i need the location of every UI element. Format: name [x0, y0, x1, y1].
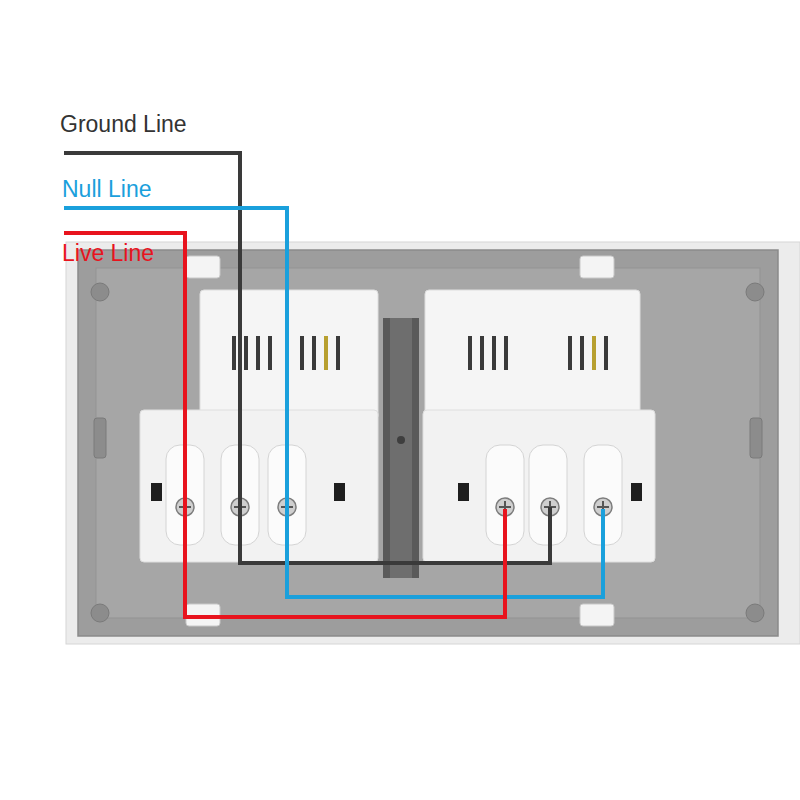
- screw-hole: [94, 418, 106, 458]
- wire-label: Null Line: [62, 178, 152, 201]
- terminal-housing: [166, 445, 622, 545]
- vent-slot: [604, 336, 608, 370]
- vent-slot: [468, 336, 472, 370]
- center-divider: [383, 318, 419, 578]
- vent-slot: [312, 336, 316, 370]
- center-divider: [397, 436, 405, 444]
- live-wire: [64, 233, 505, 617]
- vent-slot: [504, 336, 508, 370]
- center-divider: [383, 318, 419, 578]
- vent-slot: [300, 336, 304, 370]
- vent-slot: [592, 336, 596, 370]
- wiring: [64, 153, 603, 617]
- vent-slot: [480, 336, 484, 370]
- mounting-clip: [186, 256, 220, 278]
- pin-opening: [151, 483, 642, 501]
- center-divider: [390, 318, 412, 578]
- pin-opening: [458, 483, 469, 501]
- vent-slot: [580, 336, 584, 370]
- socket-module: [423, 410, 655, 562]
- vent-slot: [336, 336, 340, 370]
- screw-hole: [91, 283, 764, 622]
- vent-slot: [244, 336, 248, 370]
- mounting-clip: [580, 604, 614, 626]
- vent-slot: [492, 336, 496, 370]
- wall-plate: [96, 268, 760, 618]
- screw-hole: [746, 604, 764, 622]
- socket-module: [140, 410, 378, 562]
- label-holder: Null Line: [62, 178, 152, 201]
- pin-opening: [334, 483, 345, 501]
- socket-module: [425, 290, 640, 420]
- wire-label: Live Line: [62, 242, 154, 265]
- screw-hole: [91, 283, 109, 301]
- screw-hole: [91, 604, 109, 622]
- pin-opening: [151, 483, 162, 501]
- label-holder: Live Line: [62, 242, 154, 265]
- null-wire: [64, 208, 603, 597]
- mounting-clip: [580, 256, 614, 278]
- vent-slot: [324, 336, 328, 370]
- vent-slot: [568, 336, 572, 370]
- screw-hole: [750, 418, 762, 458]
- pin-opening: [631, 483, 642, 501]
- wall-plate: [66, 242, 800, 644]
- ground-wire: [64, 153, 550, 563]
- screw-hole: [746, 283, 764, 301]
- vent-slot: [232, 336, 236, 370]
- socket-module: [140, 290, 655, 562]
- vent-slot: [268, 336, 272, 370]
- wire-label: Ground Line: [60, 113, 187, 136]
- label-holder: Ground Line: [60, 113, 187, 136]
- wall-plate: [66, 242, 800, 644]
- vent-slot: [256, 336, 260, 370]
